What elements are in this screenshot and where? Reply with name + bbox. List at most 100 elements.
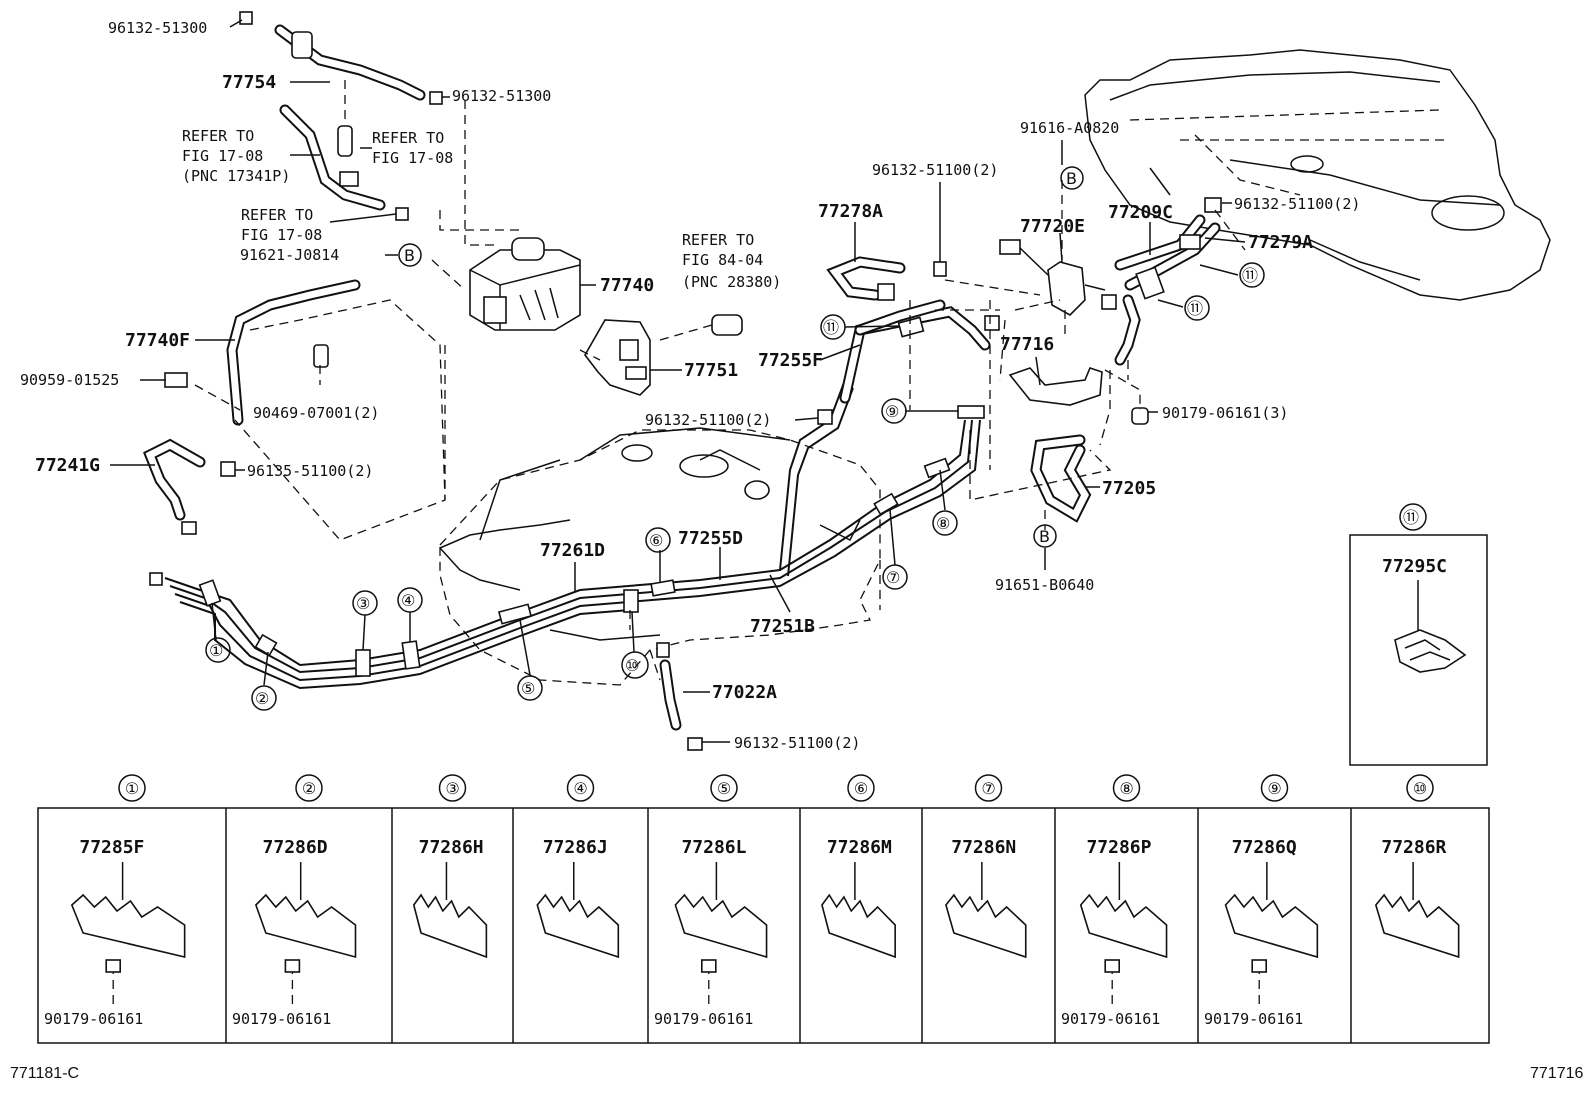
label-77740: 77740 — [600, 275, 654, 296]
hose-77209C — [1114, 197, 1222, 366]
clamp-bolt-number: 90179-06161 — [1204, 1010, 1303, 1028]
marker-b-1-text: B — [404, 246, 415, 265]
marker-1 — [205, 637, 231, 663]
label-96132-51100-tank: 96132-51100(2) — [1234, 195, 1360, 213]
marker-b-3 — [1033, 524, 1057, 548]
marker-4-text: ④ — [401, 591, 415, 610]
marker-7-text: ⑦ — [886, 568, 900, 587]
clamp-marker-circle — [1260, 774, 1289, 802]
marker-9-text: ⑨ — [885, 402, 899, 421]
label-refer-4a: REFER TO — [682, 231, 754, 249]
label-96132-51100-a: 96132-51100(2) — [872, 161, 998, 179]
marker-3-text: ③ — [356, 594, 370, 613]
label-77255F: 77255F — [758, 350, 823, 371]
label-refer-1c: (PNC 17341P) — [182, 167, 290, 185]
line-clamps — [149, 405, 985, 677]
clamp-illustration — [1224, 893, 1319, 959]
label-77261D: 77261D — [540, 540, 605, 561]
clamp-marker: ⑥ — [854, 779, 868, 798]
marker-11-a — [1239, 262, 1265, 288]
clamp-marker-circle — [1406, 774, 1434, 802]
bracket-77751 — [584, 314, 743, 396]
marker-2 — [251, 685, 277, 711]
clamp-part-number: 77286P — [1086, 837, 1151, 858]
clamp-illustration — [1079, 893, 1168, 959]
label-refer-4b: FIG 84-04 — [682, 251, 763, 269]
clamp-marker: ④ — [573, 779, 587, 798]
label-96132-51100-c: 96132-51100(2) — [734, 734, 860, 752]
clamp-part-number: 77286R — [1381, 837, 1446, 858]
marker-2-text: ② — [255, 689, 269, 708]
label-77205: 77205 — [1102, 478, 1156, 499]
hose-77278A — [826, 256, 947, 301]
marker-10 — [621, 651, 649, 679]
marker-11-b-text: ⑪ — [1187, 299, 1203, 318]
label-refer-1b: FIG 17-08 — [182, 147, 263, 165]
clamp-marker-circle — [118, 774, 146, 802]
clamp-bolt — [105, 959, 121, 973]
clamp-marker: ⑧ — [1119, 779, 1133, 798]
clamp-marker: ⑨ — [1267, 779, 1281, 798]
clamp-part-number: 77286J — [543, 837, 608, 858]
marker-5 — [517, 675, 543, 701]
label-96135-51100: 96135-51100(2) — [247, 462, 373, 480]
label-77754: 77754 — [222, 72, 276, 93]
clamp-bolt — [700, 959, 717, 973]
fuel-tank-main — [439, 427, 881, 686]
hose-77205 — [1030, 434, 1092, 523]
clamp-part-number: 77285F — [79, 837, 144, 858]
clamp-marker: ① — [125, 779, 139, 798]
pipe-77255F — [817, 299, 1000, 425]
label-77251B: 77251B — [750, 616, 815, 637]
label-77751: 77751 — [684, 360, 738, 381]
clamp-illustration — [254, 893, 357, 959]
label-77295C: 77295C — [1382, 556, 1447, 577]
guide-lines — [194, 80, 1301, 681]
label-refer-4c: (PNC 28380) — [682, 273, 781, 291]
clamp-illustration — [945, 893, 1027, 959]
clamp-marker: ② — [302, 779, 316, 798]
clamp-marker-circle — [974, 774, 1003, 802]
marker-b-2 — [1060, 166, 1084, 190]
clamp-marker: ⑦ — [981, 779, 995, 798]
label-77241G: 77241G — [35, 455, 100, 476]
marker-8-text: ⑧ — [936, 514, 950, 533]
label-91621-J0814: 91621-J0814 — [240, 246, 339, 264]
label-refer-3a: REFER TO — [241, 206, 313, 224]
marker-11-b — [1184, 295, 1210, 321]
valve-77720E — [999, 239, 1117, 316]
marker-9 — [881, 398, 907, 424]
label-96132-51100-b: 96132-51100(2) — [645, 411, 771, 429]
fuel-tank-upper — [1084, 49, 1551, 301]
label-77279A: 77279A — [1248, 232, 1313, 253]
clamp-marker: ③ — [445, 779, 459, 798]
marker-5-text: ⑤ — [521, 679, 535, 698]
label-77716: 77716 — [1000, 334, 1054, 355]
clamp-part-number: 77286D — [263, 837, 328, 858]
bracket-77716 — [1008, 367, 1149, 425]
clamp-bolt — [1251, 959, 1267, 973]
label-refer-2a: REFER TO — [372, 129, 444, 147]
label-96132-51300-mid: 96132-51300 — [452, 87, 551, 105]
clamp-part-number: 77286H — [419, 837, 484, 858]
marker-6 — [645, 527, 671, 553]
clamp-illustration — [821, 893, 896, 959]
label-77022A: 77022A — [712, 682, 777, 703]
clamp-marker: ⑤ — [717, 779, 731, 798]
detail-box-11-marker-text: ⑪ — [1403, 508, 1419, 527]
label-77720E: 77720E — [1020, 216, 1085, 237]
label-refer-3b: FIG 17-08 — [241, 226, 322, 244]
clamp-illustration — [1374, 893, 1460, 959]
clamp-illustration — [412, 893, 488, 959]
label-91616-A0820: 91616-A0820 — [1020, 119, 1119, 137]
marker-10-text: ⑩ — [625, 656, 639, 675]
footer-left-code: 771181-C — [10, 1065, 79, 1082]
leader-lines — [110, 19, 1246, 743]
marker-6-text: ⑥ — [649, 531, 663, 550]
marker-4 — [397, 587, 423, 613]
label-96132-51300-top: 96132-51300 — [108, 19, 207, 37]
clamp-marker-circle — [1112, 774, 1141, 802]
clamp-part-number: 77286Q — [1232, 837, 1297, 858]
label-77278A: 77278A — [818, 201, 883, 222]
